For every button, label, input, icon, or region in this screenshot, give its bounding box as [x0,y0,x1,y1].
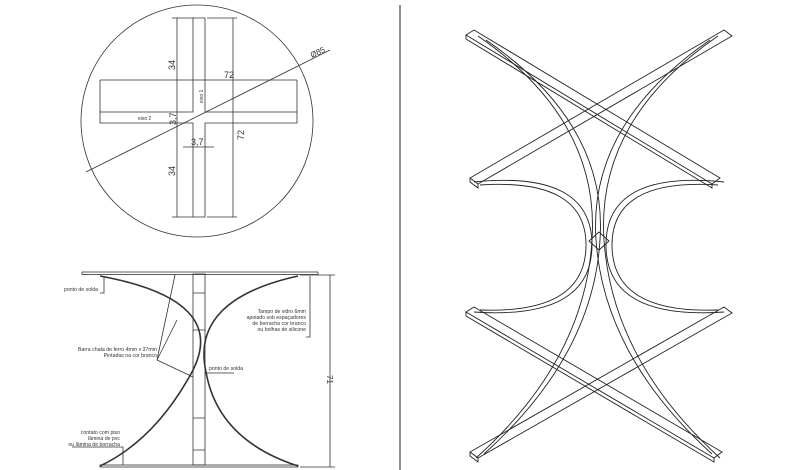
leg-arc-6 [479,183,587,311]
dim-37-v-label: 3,7 [168,112,178,125]
leader-floor [72,446,124,465]
leg-arc-1 [475,35,593,459]
leg-arc-7 [605,179,725,314]
leg-arc-4 [595,39,713,455]
center-column [192,273,206,466]
glass-note-line4: ou bolhas de silicone [258,327,307,333]
top-view: 72 72 34 34 3,7 3,7 Ø85 eixo 1 eixo 2 [80,4,331,238]
dim-72-h-label: 72 [224,70,234,80]
top-bar-2 [469,29,733,189]
column-segments [193,292,205,451]
leg-arc-2 [483,39,601,455]
glass-top [81,271,319,275]
glass-note-line1: Tampo de vidro 6mm [258,309,306,315]
floor-note-line3: ou lâmina de borracha [68,442,120,448]
top-bar-1 [465,29,721,189]
leg-arc-5 [473,179,593,314]
isometric-view [465,29,733,463]
side-view: 71 ponto de solda ponto de solda Tampo d… [64,271,335,468]
leg-arc-8 [611,183,719,311]
left-leg-arc [99,275,202,467]
glass-note-line3: de borracha cor branco [252,321,306,327]
leader-glass [306,276,311,338]
bottom-bar-2 [469,306,733,463]
center-joint [588,231,610,251]
height-dim-label: 71 [325,375,334,384]
bottom-bar-1 [465,306,723,463]
dim-34-top-label: 34 [167,60,177,70]
diameter-label: Ø85 [309,45,327,60]
floor-note-line2: lâmina de pvc [88,436,120,442]
dim-37-h-label: 3,7 [191,137,204,147]
leader-bar [156,274,194,378]
dim-34-bottom-label: 34 [167,166,177,176]
cross-bars [99,17,298,218]
axis1-label: eixo 1 [199,89,205,103]
weld-point-top-label: ponto de solda [64,287,98,293]
dim-72-v-label: 72 [236,130,246,140]
leg-arc-3 [603,35,721,459]
bar-note-line1: Barra chata de ferro 4mm x 37mm [78,347,157,353]
floor-note-line1: contato com piso [81,430,120,436]
right-leg-arc [203,275,299,467]
bar-note-line2: Pintadas na cor branco [104,353,157,359]
diameter-line [85,49,331,173]
leader-weld-top [100,277,105,294]
glass-top-circle [80,4,314,238]
glass-note-line2: apoiado sob espaçadores [247,315,307,321]
weld-point-center-label: ponto de solda [209,366,243,372]
axis2-label: eixo 2 [138,116,152,122]
